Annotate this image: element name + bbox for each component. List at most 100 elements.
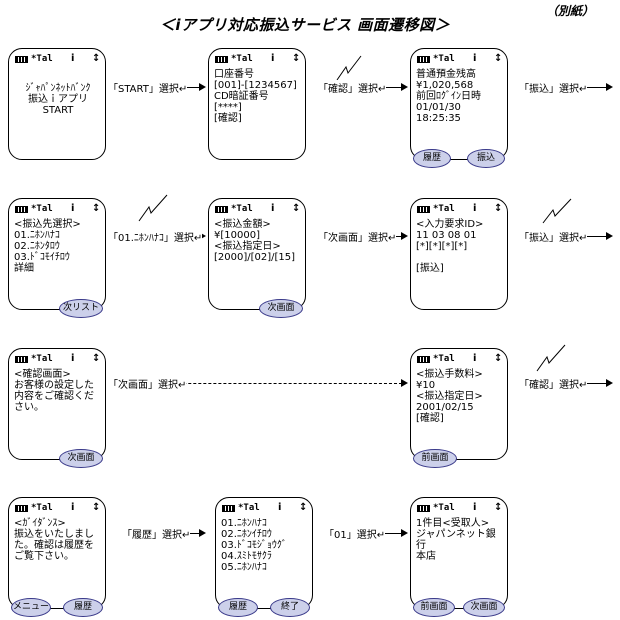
arrowhead-icon (401, 83, 408, 91)
next-list-softkey[interactable]: 次リスト (59, 299, 103, 318)
menu-softkey[interactable]: メニュー (11, 598, 51, 617)
updown-arrow-icon: ↕ (92, 203, 101, 214)
screen-content: <入力要求ID> 11 03 08 01 [*][*][*][*] [振込] (416, 219, 504, 274)
screen-line: <確認画面> (14, 369, 71, 380)
imode-icon: i (473, 203, 477, 214)
screen-content: 口座番号 [001]-[1234567] CD暗証番号 [****] [確認] (214, 69, 302, 124)
arrowhead-icon (606, 232, 613, 240)
screen-line: <振込指定日> (416, 391, 483, 402)
updown-arrow-icon: ↕ (494, 53, 503, 64)
screen-line (416, 252, 504, 263)
flow-arrow-confirm-transfer: 「確認」選択↵ (519, 376, 613, 391)
history-item[interactable]: 04.ｽﾐﾄﾓｻｸﾗ (221, 551, 272, 562)
flow-arrow-transfer: 「振込」選択↵ (519, 80, 613, 95)
imode-icon: i (278, 502, 282, 513)
screen-line: <振込金額> (214, 219, 271, 230)
history-item[interactable]: 01.ﾆﾎﾝﾊﾅｺ (221, 518, 267, 529)
history-item[interactable]: 05.ﾆﾎﾝﾊﾅｺ (221, 562, 267, 573)
date-field[interactable]: [2000]/[02]/[15] (214, 252, 296, 263)
battery-icon (15, 56, 28, 63)
imode-icon: i (71, 203, 75, 214)
previous-screen-softkey[interactable]: 前画面 (413, 598, 455, 617)
amount-field[interactable]: ¥[10000] (214, 230, 260, 241)
flow-arrow-transfer-execute: 「振込」選択↵ (519, 229, 613, 244)
exit-softkey[interactable]: 終了 (270, 598, 310, 617)
arrowhead-icon (606, 83, 613, 91)
screen-content: <振込先選択> 01.ﾆﾎﾝﾊﾅｺ 02.ﾆﾎﾝﾀﾛｳ 03.ﾄﾞｺﾓｲﾁﾛｳ … (14, 219, 102, 274)
screen-content: <振込金額> ¥[10000] <振込指定日> [2000]/[02]/[15] (214, 219, 302, 263)
flow-label: 「振込」選択↵ (519, 80, 588, 95)
imode-icon: i (271, 53, 275, 64)
transfer-button[interactable]: [振込] (416, 263, 444, 274)
pin-field[interactable]: [****] (214, 102, 242, 113)
next-screen-softkey[interactable]: 次画面 (463, 598, 505, 617)
signal-icon: *Tal (433, 503, 455, 513)
updown-arrow-icon: ↕ (92, 502, 101, 513)
id-input-fields[interactable]: [*][*][*][*] (416, 241, 468, 252)
screen-line: ¥1,020,568 (416, 80, 474, 91)
imode-icon: i (473, 502, 477, 513)
flow-label: 「01」選択↵ (324, 526, 386, 541)
screen-content: 普通預金残高 ¥1,020,568 前回ﾛｸﾞｲﾝ日時 01/01/30 18:… (416, 69, 504, 124)
screen-content: 1件目<受取人> ジャパンネット銀 行 本店 (416, 518, 504, 562)
screen-line: ご覧下さい。 (14, 551, 74, 562)
imode-icon: i (71, 53, 75, 64)
history-item[interactable]: 02.ﾆﾎﾝｲﾁﾛｳ (221, 529, 272, 540)
screen-line: <振込手数料> (416, 369, 483, 380)
battery-icon (15, 206, 28, 213)
flow-label: 「次画面」選択↵ (108, 376, 187, 391)
previous-screen-softkey[interactable]: 前画面 (413, 449, 457, 468)
details-link[interactable]: 詳細 (14, 263, 34, 274)
flow-arrow-history: 「履歴」選択↵ (122, 526, 206, 541)
signal-icon: *Tal (433, 54, 455, 64)
status-bar: *Tal i ↕ (15, 203, 101, 217)
signal-icon: *Tal (433, 204, 455, 214)
updown-arrow-icon: ↕ (92, 353, 101, 364)
screen-line: 口座番号 (214, 69, 254, 80)
next-screen-softkey[interactable]: 次画面 (259, 299, 303, 318)
signal-icon: *Tal (31, 54, 53, 64)
arrowhead-icon (199, 232, 206, 240)
destination-item[interactable]: 01.ﾆﾎﾝﾊﾅｺ (14, 230, 60, 241)
signal-icon: *Tal (231, 54, 253, 64)
screen-line: START (42, 105, 74, 116)
phone-guidance-screen: *Tal i ↕ <ｶﾞｲﾀﾞﾝｽ> 振込をいたしまし た。確認は履歴を ご覧下さい… (8, 497, 106, 617)
account-number-field[interactable]: [001]-[1234567] (214, 80, 297, 91)
destination-item[interactable]: 03.ﾄﾞｺﾓｲﾁﾛｳ (14, 252, 70, 263)
send-lightning-icon (542, 198, 572, 224)
phone-auth-id-screen: *Tal i ↕ <入力要求ID> 11 03 08 01 [*][*][*][*]… (410, 198, 508, 310)
history-item[interactable]: 03.ﾄﾞｺﾓｼﾞｮｳｸﾞ (221, 540, 287, 551)
send-lightning-icon (336, 55, 362, 81)
screen-line: さい。 (14, 402, 44, 413)
imode-icon: i (71, 353, 75, 364)
screen-content: <ｶﾞｲﾀﾞﾝｽ> 振込をいたしまし た。確認は履歴を ご覧下さい。 (14, 518, 102, 562)
screen-line: 1件目<受取人> (416, 518, 490, 529)
history-softkey[interactable]: 履歴 (63, 598, 103, 617)
status-bar: *Tal i ↕ (417, 203, 503, 217)
confirm-button[interactable]: [確認] (214, 113, 242, 124)
confirm-button[interactable]: [確認] (416, 413, 444, 424)
updown-arrow-icon: ↕ (292, 203, 301, 214)
battery-icon (15, 356, 28, 363)
screen-line: お客様の設定した (14, 380, 94, 391)
destination-item[interactable]: 02.ﾆﾎﾝﾀﾛｳ (14, 241, 60, 252)
signal-icon: *Tal (31, 503, 53, 513)
attachment-note: （別紙） (546, 4, 595, 18)
next-screen-softkey[interactable]: 次画面 (59, 449, 103, 468)
battery-icon (15, 505, 28, 512)
arrowhead-icon (199, 529, 206, 537)
updown-arrow-icon: ↕ (494, 203, 503, 214)
screen-line: ¥10 (416, 380, 436, 391)
transfer-softkey[interactable]: 振込 (467, 149, 505, 168)
signal-icon: *Tal (231, 204, 253, 214)
arrowhead-icon (401, 232, 408, 240)
history-softkey[interactable]: 履歴 (218, 598, 258, 617)
signal-icon: *Tal (31, 204, 53, 214)
imode-icon: i (71, 502, 75, 513)
history-softkey[interactable]: 履歴 (413, 149, 451, 168)
